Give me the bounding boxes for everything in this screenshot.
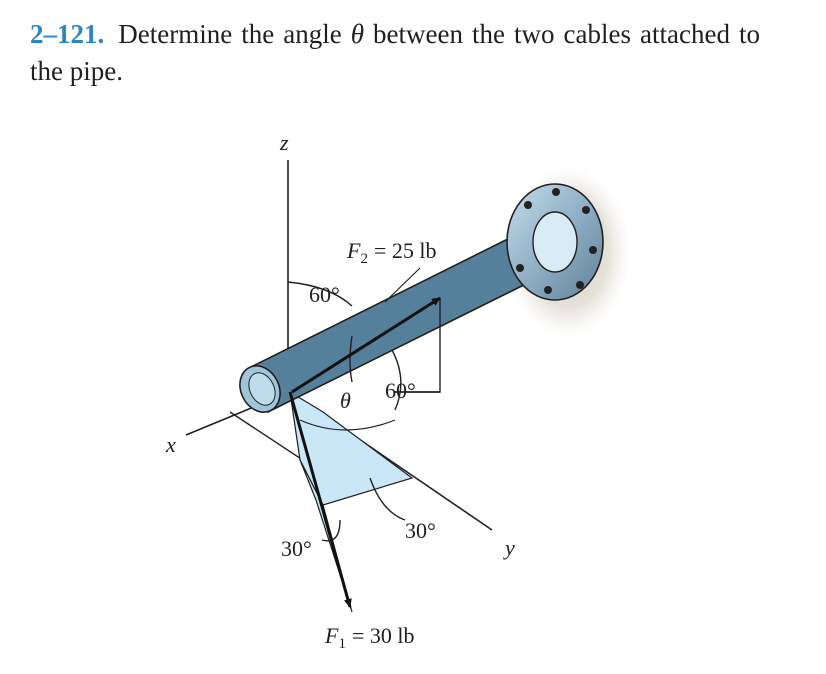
f1-symbol: F xyxy=(324,623,339,648)
f2-label: F2 = 25 lb xyxy=(346,238,436,267)
bolt xyxy=(516,264,524,272)
bolt xyxy=(552,188,560,196)
angle-label-theta: θ xyxy=(340,388,351,413)
bolt xyxy=(582,206,590,214)
f2-value: = 25 lb xyxy=(374,238,437,263)
f2-symbol: F xyxy=(346,238,361,263)
bolt xyxy=(524,201,532,209)
plane-f1-vertical xyxy=(299,459,353,613)
pipe-end-inner xyxy=(248,372,276,406)
f2-leader xyxy=(384,267,421,303)
problem-text-before: Determine the angle xyxy=(118,19,342,49)
f1-subscript: 1 xyxy=(338,636,346,652)
f2-force-arrow xyxy=(291,296,441,394)
x-axis-label: x xyxy=(165,432,176,457)
problem-number: 2–121. xyxy=(30,19,105,49)
angle-arc-60-top xyxy=(287,281,353,307)
angle-arc-60-right xyxy=(391,349,402,411)
angle-arc-theta xyxy=(349,335,353,383)
problem-text-after: between the two cables attached to the p… xyxy=(30,19,760,86)
angle-arc-30-left xyxy=(321,519,341,542)
angle-label-30-left: 30° xyxy=(281,536,312,561)
y-axis-label: y xyxy=(503,535,515,560)
problem-statement: 2–121. Determine the angle θ between the … xyxy=(30,16,760,90)
bolt xyxy=(544,286,552,294)
plane-f1-y xyxy=(289,390,414,506)
f1-value: = 30 lb xyxy=(352,623,415,648)
f1-label: F1 = 30 lb xyxy=(324,623,414,652)
problem-theta-symbol: θ xyxy=(350,19,364,49)
f1-force-arrow xyxy=(288,391,352,608)
angle-arc-xy xyxy=(299,419,396,431)
f2-subscript: 2 xyxy=(360,251,368,267)
bolt xyxy=(589,246,597,254)
angle-label-30-right: 30° xyxy=(405,518,436,543)
angle-label-60-right: 60° xyxy=(385,378,416,403)
angle-label-60-top: 60° xyxy=(309,282,340,307)
flange-hub xyxy=(532,211,578,273)
bolt xyxy=(576,281,584,289)
z-axis-label: z xyxy=(279,130,289,155)
angle-arc-30-right xyxy=(369,477,406,521)
